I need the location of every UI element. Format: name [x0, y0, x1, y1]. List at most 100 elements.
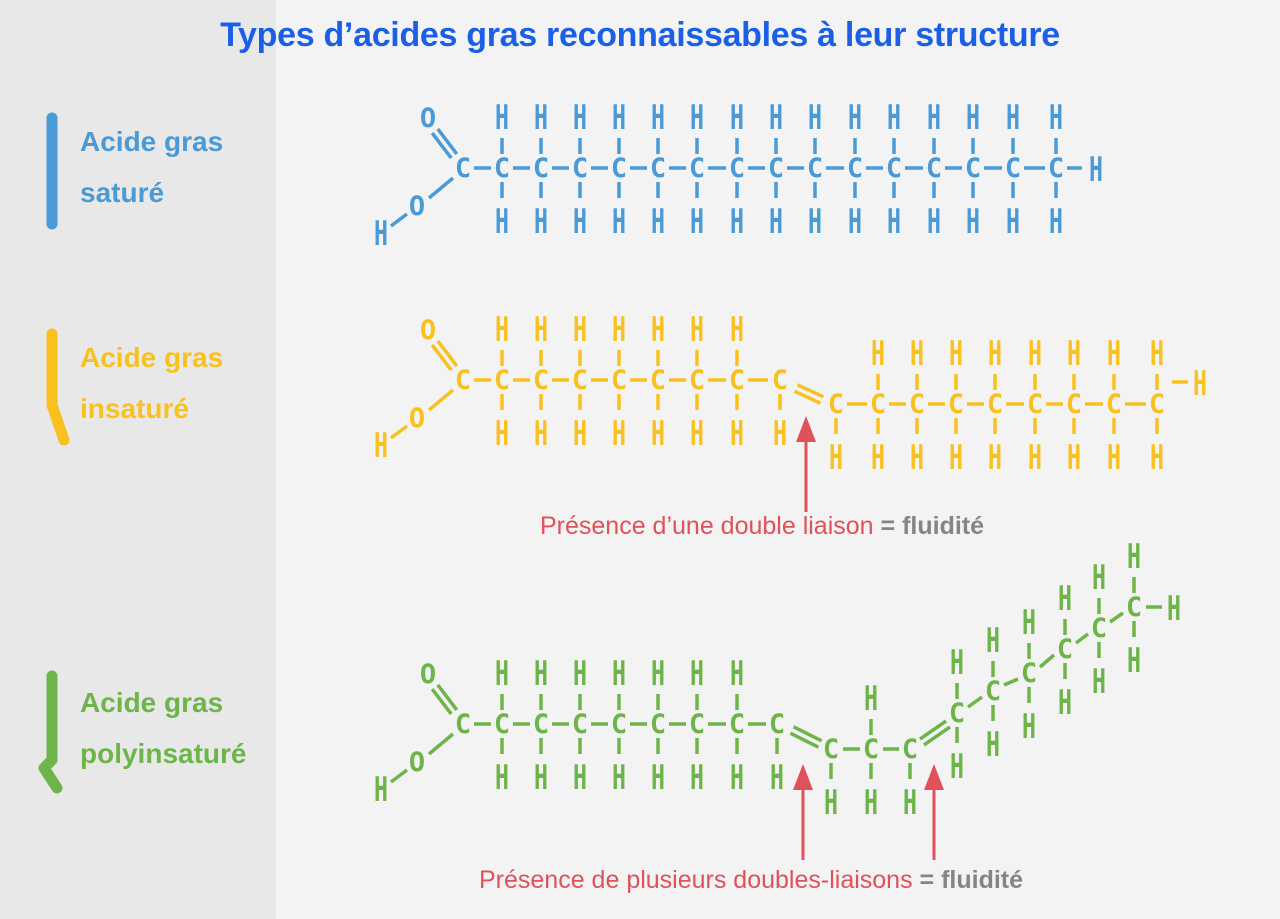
carbon-atom: C [909, 389, 925, 420]
arrow-icon [796, 416, 816, 512]
carbon-atom: C [494, 153, 510, 184]
hydrogen-atom: H [495, 414, 509, 454]
carbon-atom: C [611, 365, 627, 396]
hydrogen-atom: H [950, 643, 964, 683]
hydrogen-atom: H [1058, 579, 1072, 619]
polyunsaturated-zigzag-chain-icon [38, 670, 63, 794]
hydrogen-atom: H [651, 202, 665, 242]
label-polyunsaturated: Acide gras polyinsaturé [80, 677, 246, 779]
carbon-atom: C [650, 365, 666, 396]
bond [1038, 653, 1056, 669]
hydrogen-atom: H [374, 214, 388, 254]
label-line: insaturé [80, 393, 189, 424]
hydrogen-atom: H [573, 98, 587, 138]
carbon-atom: C [1048, 153, 1064, 184]
hydrogen-atom: H [1092, 662, 1106, 702]
carbon-atom: C [1057, 634, 1073, 665]
hydrogen-atom: H [1067, 438, 1081, 478]
bond [427, 732, 455, 756]
hydrogen-atom: H [651, 654, 665, 694]
hydrogen-atom: H [1049, 202, 1063, 242]
oxygen-atom: O [409, 747, 425, 778]
carbon-atom: C [768, 153, 784, 184]
hydrogen-atom: H [773, 414, 787, 454]
carbon-atom: C [533, 365, 549, 396]
hydrogen-atom: H [1022, 707, 1036, 747]
hydrogen-atom: H [374, 770, 388, 810]
bond [1109, 611, 1124, 624]
hydrogen-atom: H [651, 758, 665, 798]
carbon-atom: C [902, 734, 918, 765]
label-unsaturated: Acide gras insaturé [80, 332, 223, 434]
hydrogen-atom: H [848, 202, 862, 242]
caption-multiple-double-bonds: Présence de plusieurs doubles-liaisons =… [479, 866, 1023, 895]
hydrogen-atom: H [871, 438, 885, 478]
caption-text: Présence d’une double liaison [540, 512, 874, 540]
hydrogen-atom: H [612, 758, 626, 798]
hydrogen-atom: H [1006, 98, 1020, 138]
carbon-atom: C [769, 709, 785, 740]
carbon-atom: C [823, 734, 839, 765]
carbon-atom: C [572, 365, 588, 396]
hydrogen-atom: H [950, 747, 964, 787]
bond [427, 388, 455, 412]
hydrogen-atom: H [1127, 641, 1141, 681]
hydrogen-atom: H [730, 654, 744, 694]
carbon-atom: C [689, 709, 705, 740]
hydrogen-atom: H [848, 98, 862, 138]
hydrogen-atom: H [495, 98, 509, 138]
carbon-atom: C [455, 709, 471, 740]
hydrogen-atom: H [690, 758, 704, 798]
hydrogen-atom: H [534, 202, 548, 242]
arrow-icon [924, 764, 944, 860]
hydrogen-atom: H [1150, 438, 1164, 478]
hydrogen-atom: H [1058, 683, 1072, 723]
label-line: saturé [80, 177, 165, 208]
bond [1074, 632, 1090, 645]
hydrogen-atom: H [495, 654, 509, 694]
bond [793, 389, 822, 405]
oxygen-atom: O [420, 659, 436, 690]
bond [796, 383, 825, 399]
hydrogen-atom: H [534, 414, 548, 454]
bond [389, 212, 409, 228]
carbon-atom: C [1149, 389, 1165, 420]
label-line: Acide gras [80, 687, 224, 718]
hydrogen-atom: H [573, 654, 587, 694]
carbon-atom: C [572, 709, 588, 740]
carbon-atom: C [650, 153, 666, 184]
bond [430, 344, 453, 372]
bond [922, 725, 951, 747]
carbon-atom: C [987, 389, 1003, 420]
hydrogen-atom: H [1022, 603, 1036, 643]
carbon-atom: C [828, 389, 844, 420]
arrow-icon [793, 764, 813, 860]
hydrogen-atom: H [573, 414, 587, 454]
caption-equals: = fluidité [880, 512, 985, 540]
label-line: Acide gras [80, 342, 224, 373]
hydrogen-atom: H [986, 725, 1000, 765]
hydrogen-atom: H [966, 202, 980, 242]
oxygen-atom: O [409, 403, 425, 434]
hydrogen-atom: H [573, 758, 587, 798]
hydrogen-atom: H [1150, 334, 1164, 374]
bond [436, 339, 459, 367]
carbon-atom: C [772, 365, 788, 396]
hydrogen-atom: H [770, 758, 784, 798]
hydrogen-atom: H [612, 202, 626, 242]
carbon-atom: C [572, 153, 588, 184]
carbon-atom: C [729, 153, 745, 184]
carbon-atom: C [886, 153, 902, 184]
hydrogen-atom: H [1127, 537, 1141, 577]
hydrogen-atom: H [730, 310, 744, 350]
hydrogen-atom: H [949, 334, 963, 374]
carbon-atom: C [1066, 389, 1082, 420]
oxygen-atom: O [420, 315, 436, 346]
hydrogen-atom: H [864, 679, 878, 719]
hydrogen-atom: H [612, 98, 626, 138]
carbon-atom: C [807, 153, 823, 184]
hydrogen-atom: H [374, 426, 388, 466]
carbon-atom: C [533, 153, 549, 184]
bond [1003, 677, 1019, 687]
carbon-atom: C [689, 153, 705, 184]
